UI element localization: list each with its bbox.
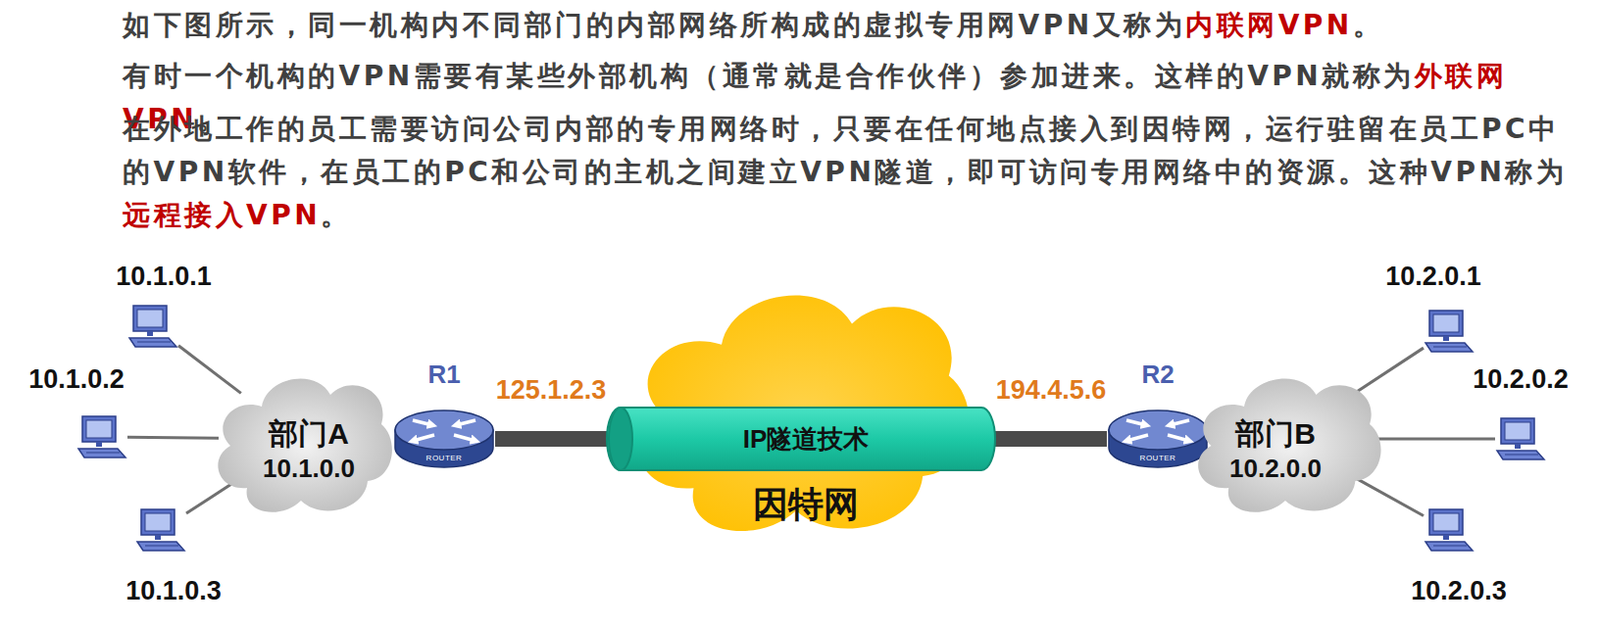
network-address: 10.2.0.0 [1229, 454, 1322, 484]
highlight-term: 远程接入VPN [122, 199, 321, 232]
host-address: 10.2.0.3 [1410, 577, 1507, 607]
host-shape [1423, 308, 1475, 354]
host-shape [1423, 507, 1475, 553]
paragraph-text: 有时一个机构的VPN需要有某些外部机构（通常就是合作伙伴）参加进来。这样的VPN… [122, 59, 1415, 93]
department-cloud: 部门A 10.1.0.0 [202, 355, 400, 523]
paragraph-text: 。 [1352, 8, 1385, 42]
lan-link [1354, 478, 1424, 517]
host-computer: 10.1.0.2 [76, 414, 128, 460]
department-cloud: 部门B 10.2.0.0 [1182, 355, 1389, 523]
host-computer: 10.2.0.1 [1423, 308, 1475, 354]
host-shape [127, 303, 179, 350]
router-caption: ROUTER [426, 454, 463, 464]
host-computer: 10.1.0.1 [127, 303, 179, 350]
lan-link [178, 346, 242, 395]
intro-paragraph: 如下图所示，同一机构内不同部门的内部网络所构成的虚拟专用网VPN又称为内联网VP… [122, 3, 1584, 48]
host-computer: 10.2.0.3 [1423, 507, 1475, 553]
ip-tunnel: IP隧道技术 [606, 405, 996, 473]
router-icon: R2ROUTER [1106, 408, 1209, 470]
tunnel-link [995, 431, 1107, 448]
lan-link [127, 436, 219, 441]
host-address: 10.1.0.1 [115, 262, 212, 293]
paragraph-text: 。 [320, 199, 352, 232]
highlight-term: 内联网VPN [1185, 8, 1353, 42]
host-address: 10.1.0.2 [28, 365, 125, 396]
host-computer: 10.1.0.3 [135, 507, 187, 553]
paragraph-text: 在外地工作的员工需要访问公司内部的专用网络时，只要在任何地点接入到因特网，运行驻… [122, 112, 1567, 189]
tunnel-link [495, 431, 607, 448]
lan-link [1371, 438, 1496, 442]
department-name: 部门A [268, 417, 350, 450]
router-icon: R1ROUTER [393, 408, 496, 470]
host-computer: 10.2.0.2 [1495, 416, 1547, 462]
internet-cloud: 因特网 [609, 254, 983, 550]
network-address: 10.1.0.0 [262, 454, 355, 484]
ip-address: 125.1.2.3 [496, 376, 607, 406]
host-address: 10.2.0.2 [1472, 365, 1569, 396]
paragraph-text: 如下图所示，同一机构内不同部门的内部网络所构成的虚拟专用网VPN又称为 [122, 8, 1186, 42]
internet-name: 因特网 [752, 485, 859, 525]
host-address: 10.1.0.3 [125, 577, 222, 607]
ip-address: 194.4.5.6 [996, 376, 1107, 406]
router-name: R1 [427, 360, 460, 390]
lan-link [186, 481, 238, 515]
tunnel-name: IP隧道技术 [743, 425, 870, 454]
host-address: 10.2.0.1 [1385, 262, 1482, 293]
host-shape [1495, 416, 1547, 462]
lan-link [1350, 348, 1424, 397]
intro-paragraph: 在外地工作的员工需要访问公司内部的专用网络时，只要在任何地点接入到因特网，运行驻… [122, 107, 1584, 238]
router-name: R2 [1141, 360, 1174, 390]
host-shape [135, 507, 187, 553]
router-caption: ROUTER [1140, 454, 1177, 464]
host-shape [76, 414, 128, 460]
department-name: 部门B [1235, 417, 1316, 450]
